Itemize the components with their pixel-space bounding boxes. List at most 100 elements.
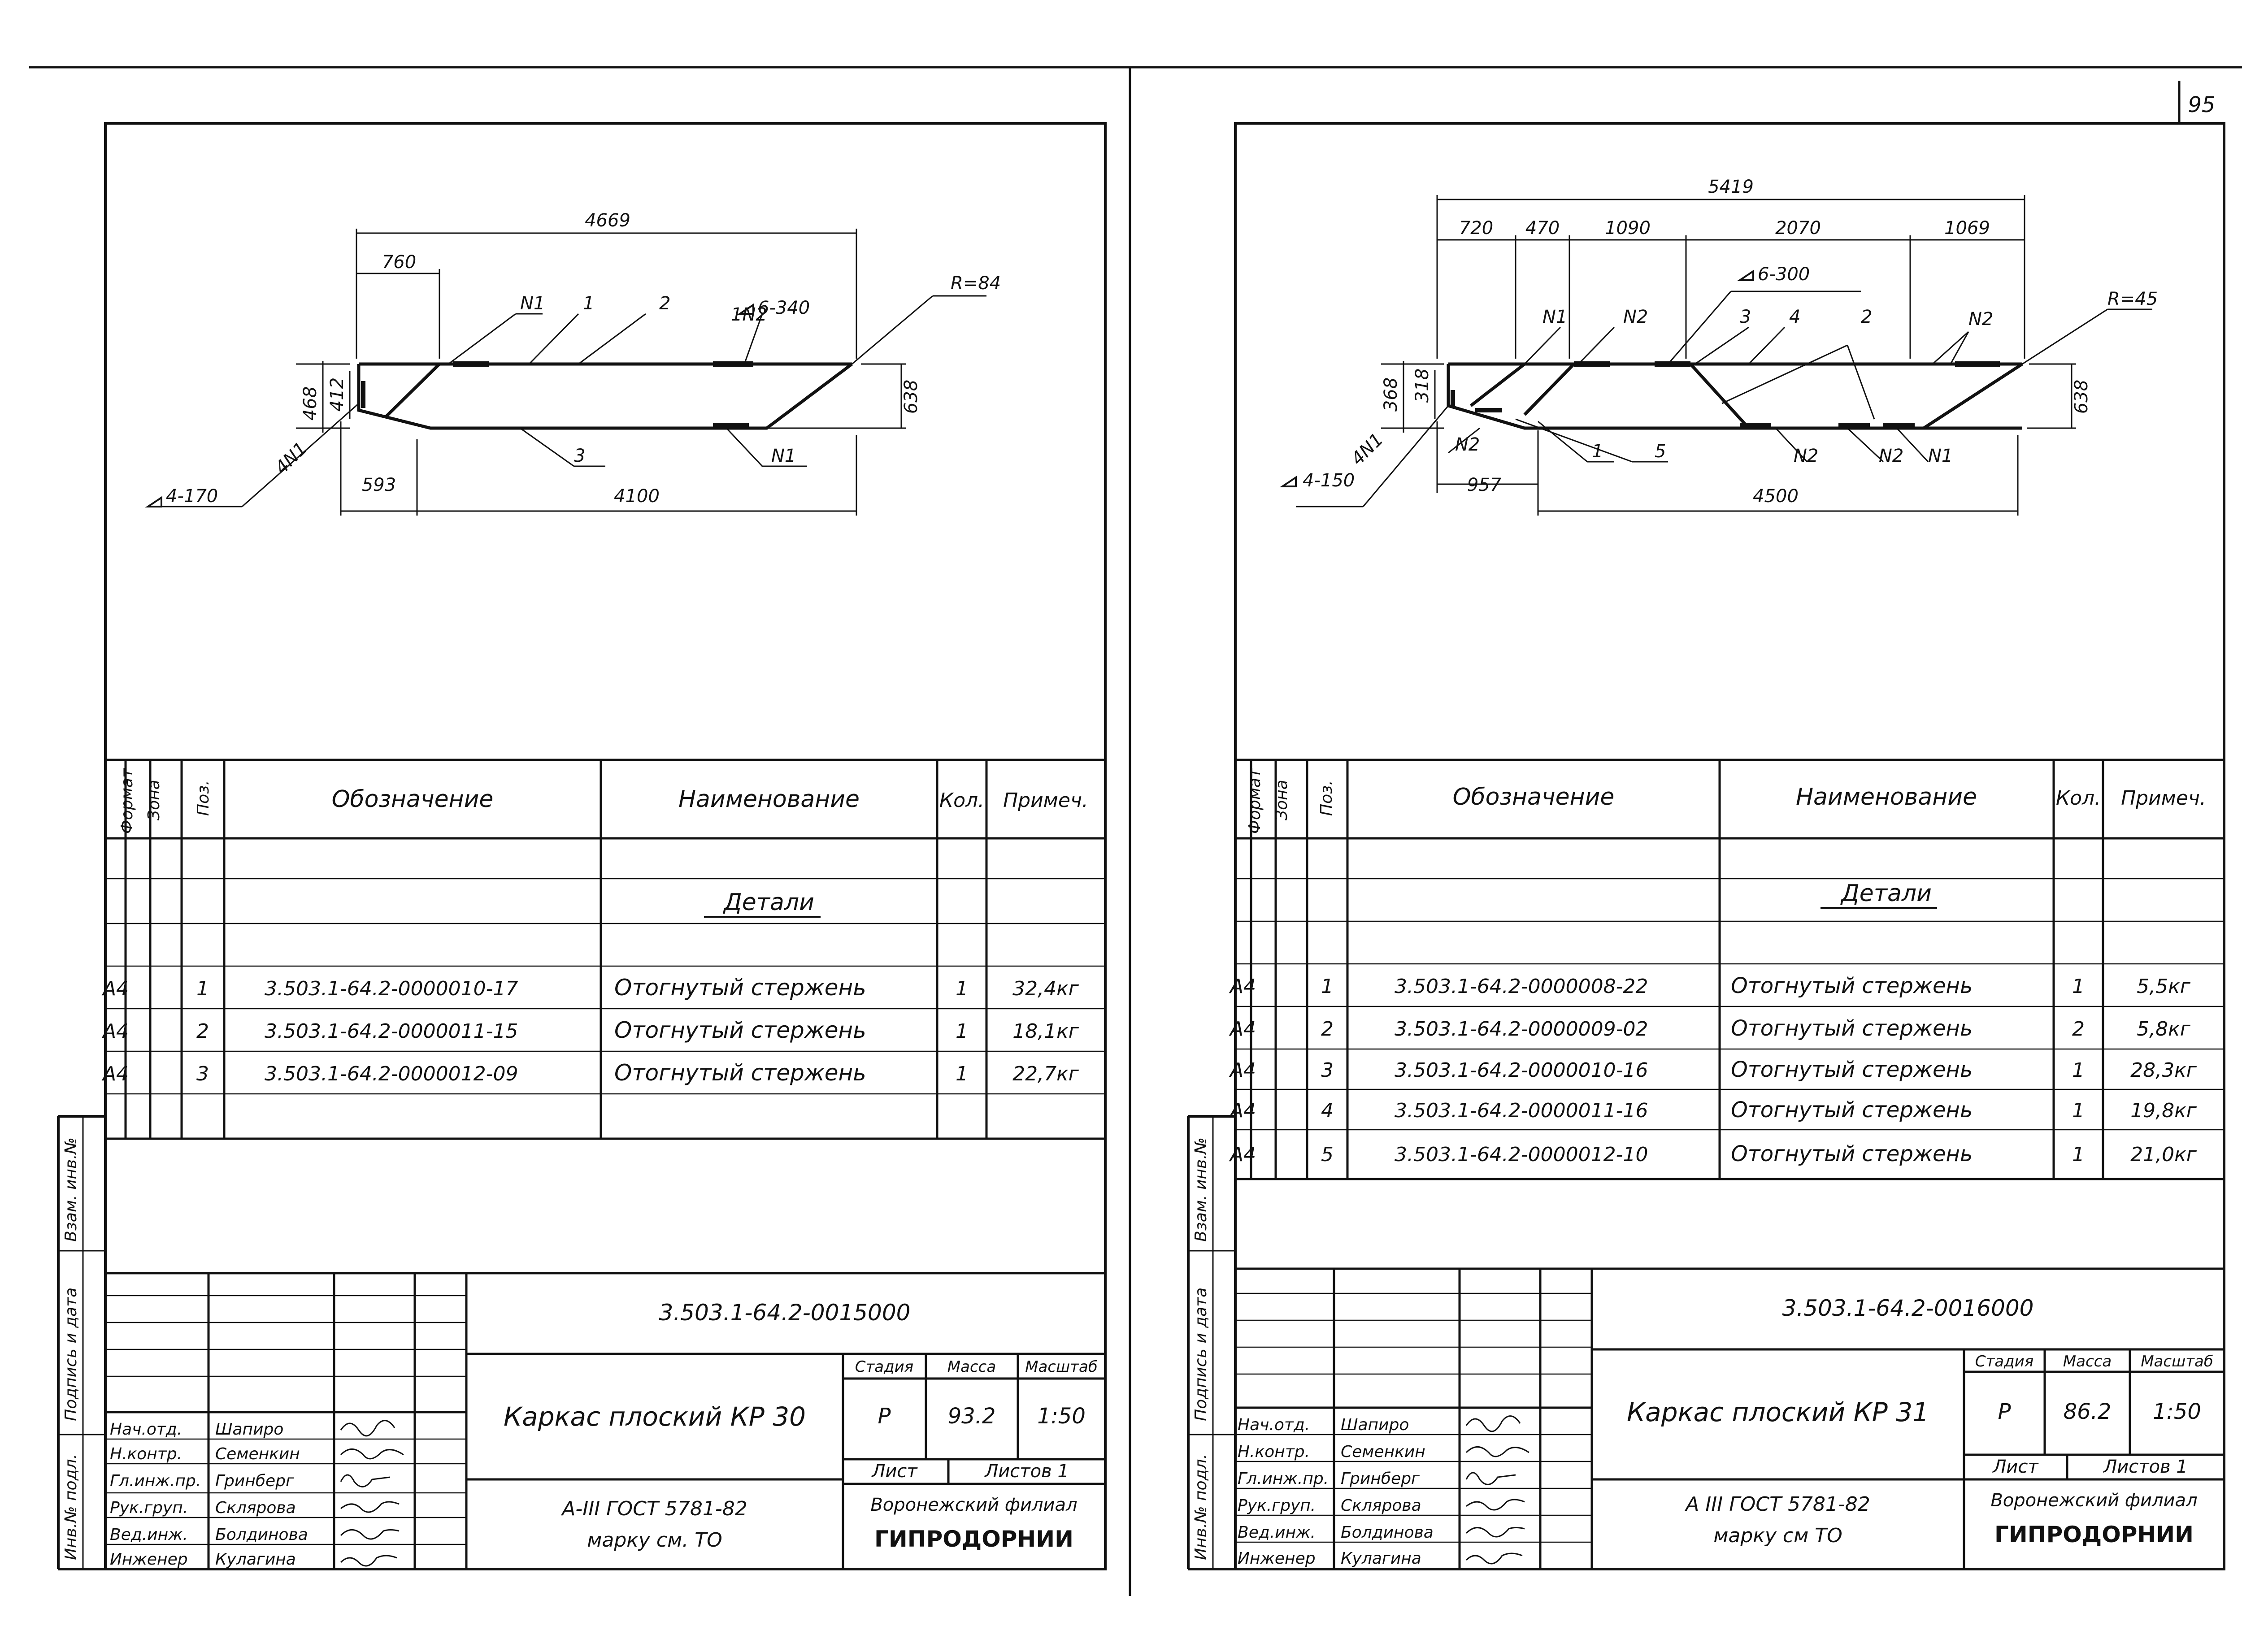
row-note: 22,7кг (1012, 1062, 1079, 1085)
dim-radius: R=84 (951, 273, 1001, 294)
header-pos: Поз. (1317, 780, 1336, 816)
role: Гл.инж.пр. (1238, 1470, 1329, 1488)
dim-total-top: 5419 (1708, 177, 1754, 197)
dim-seg1: 720 (1459, 218, 1493, 238)
dim-seg4: 2070 (1775, 218, 1821, 238)
org-branch: Воронежский филиал (870, 1495, 1077, 1515)
drawing-title: Каркас плоский КР 30 (504, 1401, 806, 1432)
scale-value: 1:50 (1037, 1404, 1086, 1429)
side-stamp-lines (1188, 1116, 1235, 1569)
mass-value: 86.2 (2064, 1399, 2112, 1424)
person-name: Семенкин (215, 1445, 300, 1463)
callout-pos3: 3 (1740, 307, 1751, 327)
person-name: Семенкин (1341, 1443, 1425, 1461)
doc-code: 3.503.1-64.2-0016000 (1782, 1295, 2034, 1321)
org-name: ГИПРОДОРНИИ (874, 1526, 1073, 1552)
spec-header: Формат Зона Поз. Обозначение Наименовани… (1246, 768, 2206, 834)
dimension-lines (1296, 195, 2152, 516)
row-pos: 1 (1321, 975, 1334, 998)
side-stamp-sign: Подпись и дата (1192, 1288, 1210, 1421)
row-name: Отогнутый стержень (1731, 1016, 1973, 1041)
row-format: A4 (1229, 975, 1256, 998)
row-format: A4 (101, 977, 129, 1000)
callout-n2-right: N2 (1968, 309, 1993, 330)
title-block-grid (1235, 1267, 2224, 1569)
frame-outline (1447, 362, 2023, 430)
signatories: Нач.отд. Шапиро Н.контр. Семенкин Гл.инж… (1238, 1416, 1434, 1568)
row-designation: 3.503.1-64.2-0000008-22 (1395, 975, 1648, 998)
sheet-label: Лист (871, 1461, 918, 1482)
header-zone: Зона (145, 780, 163, 820)
sheet-frame (57, 122, 1107, 1570)
row-pos: 1 (196, 977, 209, 1000)
dim-bottom-total: 4100 (614, 486, 660, 507)
row-pos: 3 (196, 1062, 209, 1085)
title-block-text: 3.503.1-64.2-0015000 Каркас плоский КР 3… (504, 1300, 1098, 1552)
row-designation: 3.503.1-64.2-0000012-10 (1395, 1143, 1648, 1166)
spec-table-rows (1235, 878, 2224, 1131)
row-format: A4 (101, 1062, 129, 1085)
row-format: A4 (101, 1020, 129, 1043)
weld-marks (361, 361, 753, 428)
row-name: Отогнутый стержень (1731, 973, 1973, 998)
callout-labels: N1 1 2 1N2 6-340 3 N1 4N1 4-170 (166, 293, 810, 507)
row-pos: 3 (1321, 1059, 1334, 1082)
row-designation: 3.503.1-64.2-0000009-02 (1395, 1018, 1648, 1041)
weld-symbols (1279, 269, 1754, 487)
role: Нач.отд. (110, 1420, 182, 1439)
title-block-rows (105, 1295, 466, 1545)
spec-section-title: Детали (723, 889, 814, 916)
row-designation: 3.503.1-64.2-0000010-17 (265, 977, 518, 1000)
title-block-text: 3.503.1-64.2-0016000 Каркас плоский КР 3… (1627, 1295, 2213, 1548)
row-pos: 5 (1321, 1143, 1334, 1166)
role: Рук.груп. (1238, 1496, 1316, 1515)
spec-rows: A4 1 3.503.1-64.2-0000010-17 Отогнутый с… (101, 975, 1079, 1086)
row-qty: 2 (2072, 1018, 2085, 1041)
row-format: A4 (1229, 1059, 1256, 1082)
spec-table-grid (105, 759, 1105, 1140)
row-format: A4 (1229, 1018, 1256, 1041)
row-note: 32,4кг (1012, 977, 1079, 1000)
callout-pos4: 4 (1789, 307, 1800, 327)
callout-pos1: 1 (1592, 441, 1603, 462)
mass-label: Масса (947, 1358, 996, 1376)
drawing-title: Каркас плоский КР 31 (1627, 1397, 1929, 1427)
title-block-rows (1235, 1292, 1592, 1543)
stage-value: Р (878, 1404, 891, 1429)
row-qty: 1 (956, 1020, 968, 1043)
person-name: Гринберг (1341, 1470, 1420, 1488)
dim-h-inner: 318 (1412, 369, 1433, 403)
spec-table-grid (1235, 759, 2224, 1180)
row-note: 21,0кг (2130, 1143, 2197, 1166)
scale-label: Масштаб (1025, 1358, 1098, 1376)
row-note: 5,5кг (2137, 975, 2191, 998)
dimension-labels: 5419 720 470 1090 2070 1069 368 318 638 … (1381, 177, 2158, 507)
row-designation: 3.503.1-64.2-0000012-09 (265, 1062, 518, 1085)
row-format: A4 (1229, 1143, 1256, 1166)
callout-n1-bottom: N1 (771, 446, 796, 466)
header-designation: Обозначение (1453, 784, 1615, 811)
role: Гл.инж.пр. (110, 1472, 201, 1490)
dim-seg-top: 760 (382, 252, 416, 273)
dim-h-right: 638 (2071, 380, 2092, 414)
row-qty: 1 (956, 977, 968, 1000)
header-format: Формат (118, 768, 136, 834)
weld-marks (1451, 361, 2000, 428)
callout-n1-top: N1 (1542, 307, 1567, 327)
sheet-label: Лист (1992, 1457, 2039, 1477)
row-name: Отогнутый стержень (1731, 1141, 1973, 1166)
row-designation: 3.503.1-64.2-0000010-16 (1395, 1059, 1648, 1082)
row-format: A4 (1229, 1099, 1256, 1122)
person-name: Шапиро (1341, 1416, 1409, 1434)
sheet-left: Инв.№ подл. Подпись и дата Взам. инв.№ (57, 122, 1107, 1570)
dim-radius: R=45 (2107, 289, 2158, 309)
row-note: 28,3кг (2130, 1059, 2197, 1082)
sheet-right: Инв.№ подл. Подпись и дата Взам. инв.№ (1187, 122, 2225, 1570)
callout-pos3: 3 (574, 446, 585, 466)
dim-bottom-left: 957 (1467, 475, 1502, 495)
header-designation: Обозначение (332, 786, 494, 813)
stage-label: Стадия (1975, 1353, 2033, 1370)
role: Вед.инж. (1238, 1523, 1316, 1542)
person-name: Гринберг (215, 1472, 295, 1490)
handwritten-signatures (340, 1420, 404, 1567)
